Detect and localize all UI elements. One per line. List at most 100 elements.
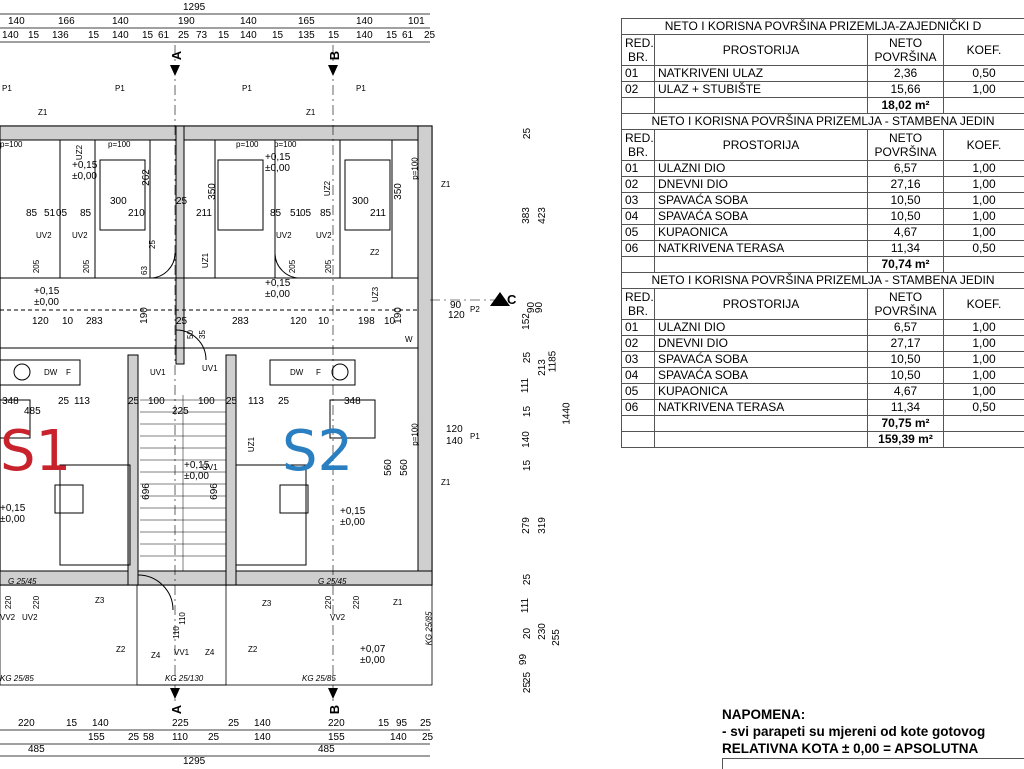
dim: 111	[520, 378, 531, 393]
dim: 225	[172, 406, 189, 417]
dim: 135	[298, 30, 315, 41]
dim: 140	[254, 718, 271, 729]
tag: P1	[356, 84, 366, 93]
parapet-label: p=100	[108, 140, 130, 149]
dim: 485	[24, 406, 41, 417]
dim: 220	[328, 718, 345, 729]
tag: DW	[44, 368, 57, 377]
dim: 165	[298, 16, 315, 27]
dim: 25	[422, 732, 433, 743]
dim: 155	[328, 732, 345, 743]
dim: 15	[386, 30, 397, 41]
tag: UV2	[316, 231, 332, 240]
dim: 61	[402, 30, 413, 41]
dim: 100	[148, 396, 165, 407]
dim: 560	[383, 459, 394, 476]
overall-bottom-dim: 1295	[183, 756, 205, 767]
note-line: RELATIVNA KOTA ± 0,00 = APSOLUTNA	[722, 740, 985, 757]
parapet-label: p=100	[274, 140, 296, 149]
dim: 25	[228, 718, 239, 729]
dim: 210	[128, 208, 145, 219]
table-header: RED. BR. PROSTORIJA NETO POVRŠINA KOEF.	[622, 35, 1024, 66]
dim: 101	[408, 16, 425, 27]
level-marker: +0,07±0,00	[360, 644, 385, 666]
tag: UZ2	[323, 181, 332, 196]
parapet-label: p=100	[411, 157, 420, 179]
dim: 15	[522, 406, 533, 417]
dim: 155	[88, 732, 105, 743]
dim: 136	[52, 30, 69, 41]
tag: Z1	[441, 478, 450, 487]
dim: 696	[141, 483, 152, 500]
dim: 15	[378, 718, 389, 729]
tag: UV1	[202, 364, 218, 373]
dim: 198	[358, 316, 375, 327]
dim: 15	[88, 30, 99, 41]
dim: 113	[74, 396, 90, 407]
dim: 225	[172, 718, 189, 729]
dim: 140	[356, 16, 373, 27]
tag: UZ2	[75, 145, 84, 160]
dim: 283	[232, 316, 249, 327]
dim: 230	[537, 623, 548, 640]
dim: 423	[537, 207, 548, 224]
tag: P1	[115, 84, 125, 93]
kg-label: G 25/45	[8, 577, 36, 586]
level-marker: +0,15±0,00	[72, 160, 97, 182]
dim: 25	[226, 396, 237, 407]
tag: Z4	[151, 651, 160, 660]
kg-label: KG 25/130	[165, 674, 203, 683]
dim: 262	[141, 169, 152, 186]
tag: F	[66, 368, 71, 377]
dim: 10	[318, 316, 329, 327]
tag: UV2	[72, 231, 88, 240]
dim: 05	[300, 208, 311, 219]
dim: 15	[522, 460, 533, 471]
dim: 90	[450, 300, 461, 311]
tag: Z2	[370, 248, 379, 257]
dim: 15	[272, 30, 283, 41]
note-title: NAPOMENA:	[722, 706, 985, 723]
dim: 15	[28, 30, 39, 41]
dim: 110	[172, 732, 188, 743]
dim: 95	[396, 718, 407, 729]
table-section-title: NETO I KORISNA POVRŠINA PRIZEMLJA-ZAJEDN…	[622, 19, 1024, 35]
dim: 85	[320, 208, 331, 219]
dim: 140	[112, 16, 129, 27]
table-grand-total-row: 159,39 m²	[622, 432, 1024, 448]
dim: 120	[446, 424, 463, 435]
dim: 350	[207, 183, 218, 200]
level-marker: +0,15±0,00	[34, 286, 59, 308]
note-line: - svi parapeti su mjereni od kote gotovo…	[722, 723, 985, 740]
tag: VV2	[330, 613, 345, 622]
tag: Z1	[393, 598, 402, 607]
dim: 25	[128, 732, 139, 743]
dim: 61	[158, 30, 169, 41]
dim: 25	[522, 128, 533, 139]
tag: UZ1	[201, 253, 210, 268]
overall-top-dim: 1295	[183, 2, 205, 13]
parapet-label: p=100	[411, 423, 420, 445]
dim: 25	[420, 718, 431, 729]
dim: 140	[356, 30, 373, 41]
dim: 51	[44, 208, 55, 219]
dim: 120	[448, 310, 465, 321]
dim: 205	[32, 260, 41, 273]
dim: 255	[551, 629, 562, 646]
tag: Z3	[95, 596, 104, 605]
section-cut-label: B	[327, 51, 342, 60]
dim: 20	[522, 628, 533, 639]
area-table: NETO I KORISNA POVRŠINA PRIZEMLJA-ZAJEDN…	[621, 18, 1024, 448]
table-total-row: 18,02 m²	[622, 98, 1024, 114]
dim: 10	[62, 316, 73, 327]
dim: 213	[537, 359, 548, 376]
tag: P1	[2, 84, 12, 93]
dim: 100	[198, 396, 215, 407]
dim: 190	[139, 307, 150, 324]
